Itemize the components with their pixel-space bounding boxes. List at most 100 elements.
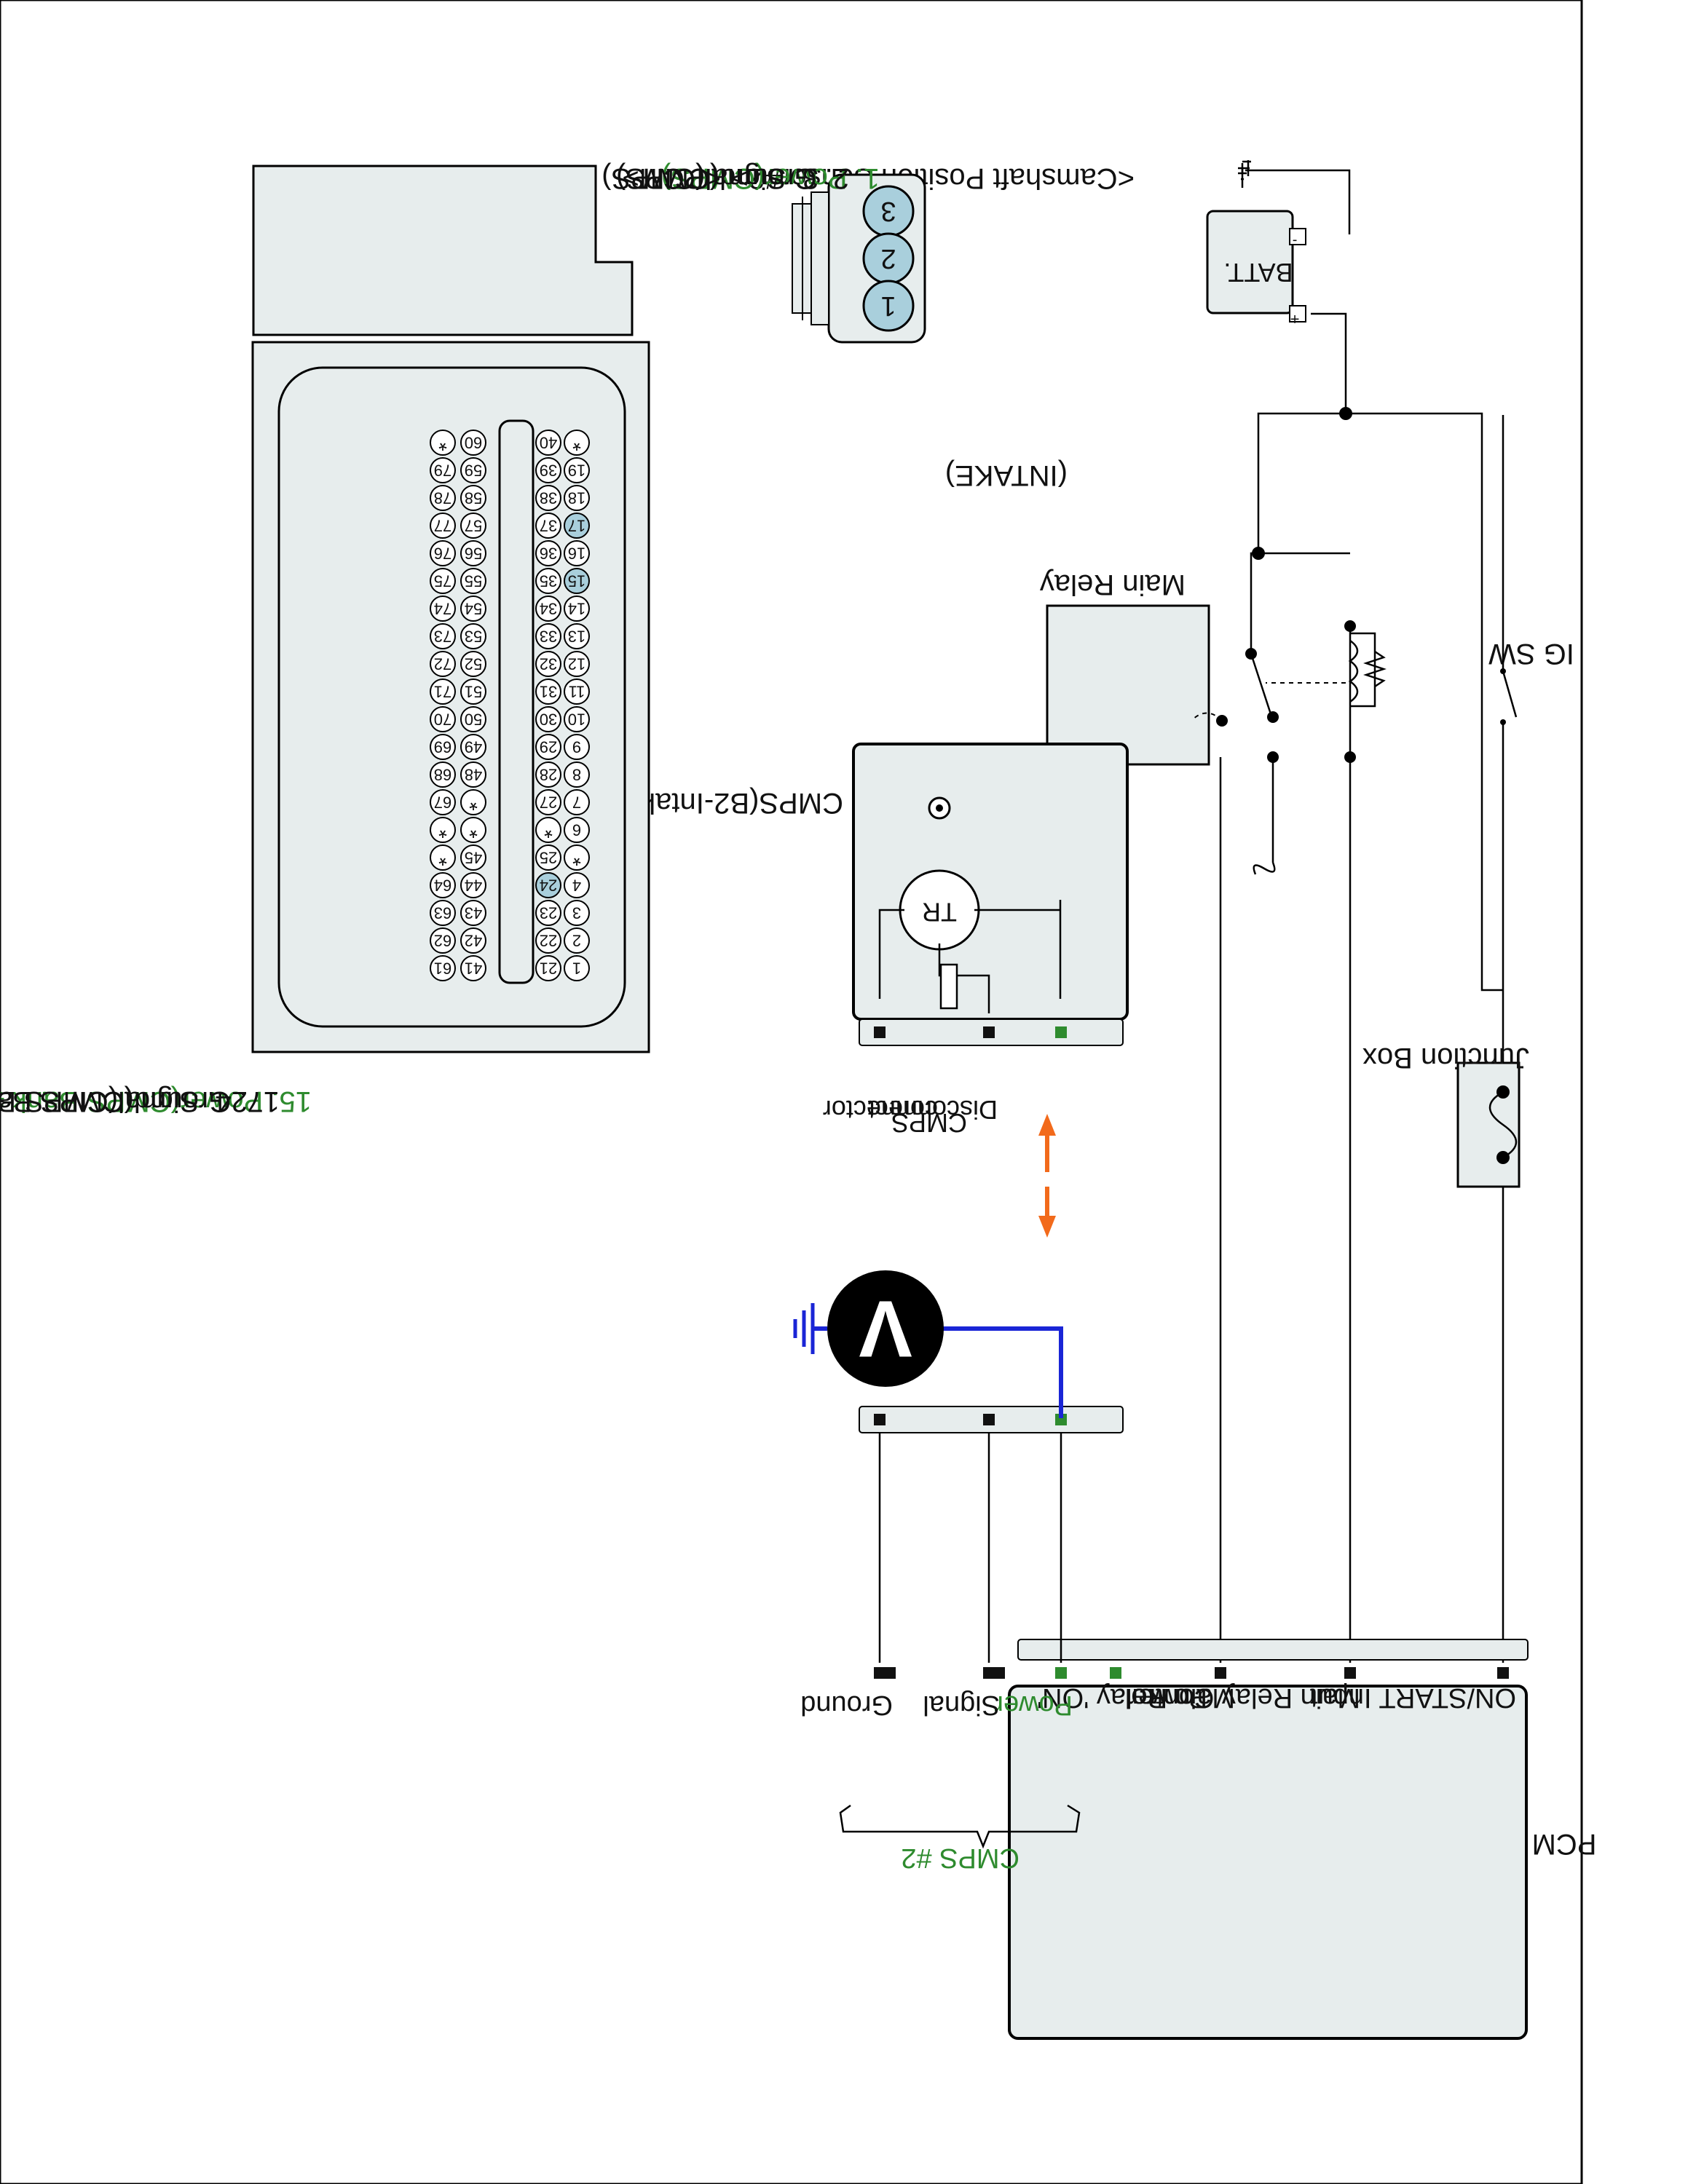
pcm-connector-view: <PCM> 1234*678910111213141516171819*2122… [0, 162, 721, 1117]
pcm-pin-6 [564, 817, 590, 843]
pcm-pin-label: 75 [434, 572, 451, 590]
pcm-pin-label: 38 [540, 489, 557, 507]
pcm-pin-59 [460, 457, 486, 483]
pcm-pin-15 [564, 568, 590, 594]
pcm-pin-17 [564, 513, 590, 539]
pcm-connector-latch [252, 165, 634, 336]
sensor-connector-title: <Camshaft Position Sensor#2> [731, 162, 1135, 194]
pcm-pin-label: 18 [568, 489, 585, 507]
sensor-pin-ground [874, 1026, 886, 1038]
pcm-pin-label: 27 [540, 794, 557, 812]
pcm-pin-30 [535, 706, 561, 732]
sensor-pin-3-label: 3 [880, 196, 896, 226]
pcm-pin-24 [535, 872, 561, 898]
main-relay: Main Relay [1040, 569, 1387, 766]
pcm-pin-label: * [572, 846, 581, 870]
sensor-pin-1-label: 1 [880, 290, 896, 321]
pcm-unit: PCM ON/START Input Main Relay Control Ma… [884, 1639, 1596, 2040]
pcm-pin-41 [460, 955, 486, 981]
pcm-pin-marker-power [1055, 1667, 1067, 1679]
pcm-pin-label: * [438, 818, 447, 842]
pcm-pin-label: * [438, 846, 447, 870]
pcm-pin-empty [430, 817, 456, 843]
pcm-box-body [1008, 1685, 1528, 2040]
sensor-pin-1 [862, 280, 915, 332]
pcm-pin-77 [430, 513, 456, 539]
pcm-pin-label: 12 [568, 655, 585, 673]
pcm-pin-label: 58 [465, 489, 482, 507]
disconnect-text-line2: CMPS [891, 1108, 967, 1138]
pcm-pin-10 [564, 706, 590, 732]
pcm-pin-label: 9 [572, 738, 581, 756]
camshaft-sensor-connector-view: <Camshaft Position Sensor#2> (INTAKE) 3 … [602, 162, 1135, 491]
pcm-pin-label: 53 [465, 628, 482, 646]
pcm-legend-signal: 24. Signal(CMPS Bank #2 Intake) [0, 1085, 248, 1117]
pcm-pin-62 [430, 927, 456, 954]
pcm-pin-9 [564, 734, 590, 760]
pcm-pin-50 [460, 706, 486, 732]
pcm-pin-3 [564, 900, 590, 926]
relay-coil-symbol [1348, 639, 1359, 703]
pcm-pin-74 [430, 596, 456, 622]
pcm-pin-label: 50 [465, 711, 482, 729]
pcm-pin-empty [430, 430, 456, 456]
sensor-legend-signal: 3. Signal(CMPS) [602, 162, 819, 194]
pcm-pin-31 [535, 678, 561, 705]
pcm-pin-61 [430, 955, 456, 981]
pcm-pin-60 [460, 430, 486, 456]
pcm-pin-label: 51 [465, 683, 482, 701]
junction-box: Junction Box [1362, 1042, 1529, 1188]
pcm-pin-75 [430, 568, 456, 594]
pcm-pin-36 [535, 540, 561, 566]
battery: - + BATT. [1206, 210, 1306, 328]
pcm-pin-label: 76 [434, 545, 451, 563]
pcm-pin-12 [564, 651, 590, 677]
voltmeter: V [793, 1270, 1063, 1418]
transistor-label: TR [922, 897, 957, 927]
battery-negative-terminal [1289, 228, 1306, 245]
pcm-pin-28 [535, 761, 561, 788]
pcm-pin-label: 71 [434, 683, 451, 701]
pcm-pin-38 [535, 485, 561, 511]
battery-body [1206, 210, 1294, 314]
pcm-pin-label: * [572, 431, 581, 455]
pcm-pin-label: 29 [540, 738, 557, 756]
pcm-pin-marker-ground [874, 1667, 886, 1679]
disconnect-text-line1: Disconnect [868, 1095, 998, 1125]
pcm-pin-label: 62 [434, 932, 451, 950]
sensor-resistor-symbol [939, 963, 958, 1010]
harness-pin-ground [874, 1414, 886, 1425]
pcm-pin-11 [564, 678, 590, 705]
main-relay-label: Main Relay [1040, 569, 1186, 601]
pcm-pin-label: 25 [540, 849, 557, 867]
pcm-connector-key-slot [498, 419, 535, 984]
pcm-pin-label: 35 [540, 572, 557, 590]
pcm-pin-7 [564, 789, 590, 815]
pcm-pin-ground: Ground [800, 1690, 893, 1720]
pcm-pin-label: 72 [434, 655, 451, 673]
pcm-pin-label: 67 [434, 794, 451, 812]
pcm-pin-35 [535, 568, 561, 594]
pcm-pin-label: 68 [434, 766, 451, 784]
page-frame [0, 0, 1583, 2184]
pcm-pin-14 [564, 596, 590, 622]
pcm-legend-power: 15. Power(CMPS Bank #2 Intake) [0, 1085, 312, 1117]
pcm-pin-label: 14 [568, 600, 585, 618]
pcm-pin-58 [460, 485, 486, 511]
pcm-pin-main-relay-on-power: Power [1129, 1682, 1207, 1713]
pcm-pin-25 [535, 844, 561, 871]
pcm-pin-on-start-input: ON/START Input [1310, 1682, 1516, 1713]
pcm-pin-43 [460, 900, 486, 926]
pcm-pin-label: 23 [540, 904, 557, 922]
pcm-pin-label: 36 [540, 545, 557, 563]
ground-symbol-battery [1238, 160, 1251, 188]
pcm-pin-18 [564, 485, 590, 511]
disconnect-arrow-down [1038, 1216, 1056, 1238]
pcm-pin-label: 31 [540, 683, 557, 701]
pcm-pin-label: 13 [568, 628, 585, 646]
disconnect-text-line3: connector [823, 1095, 938, 1125]
pcm-pin-64 [430, 872, 456, 898]
pcm-pin-label: 57 [465, 517, 482, 535]
pcm-pin-52 [460, 651, 486, 677]
